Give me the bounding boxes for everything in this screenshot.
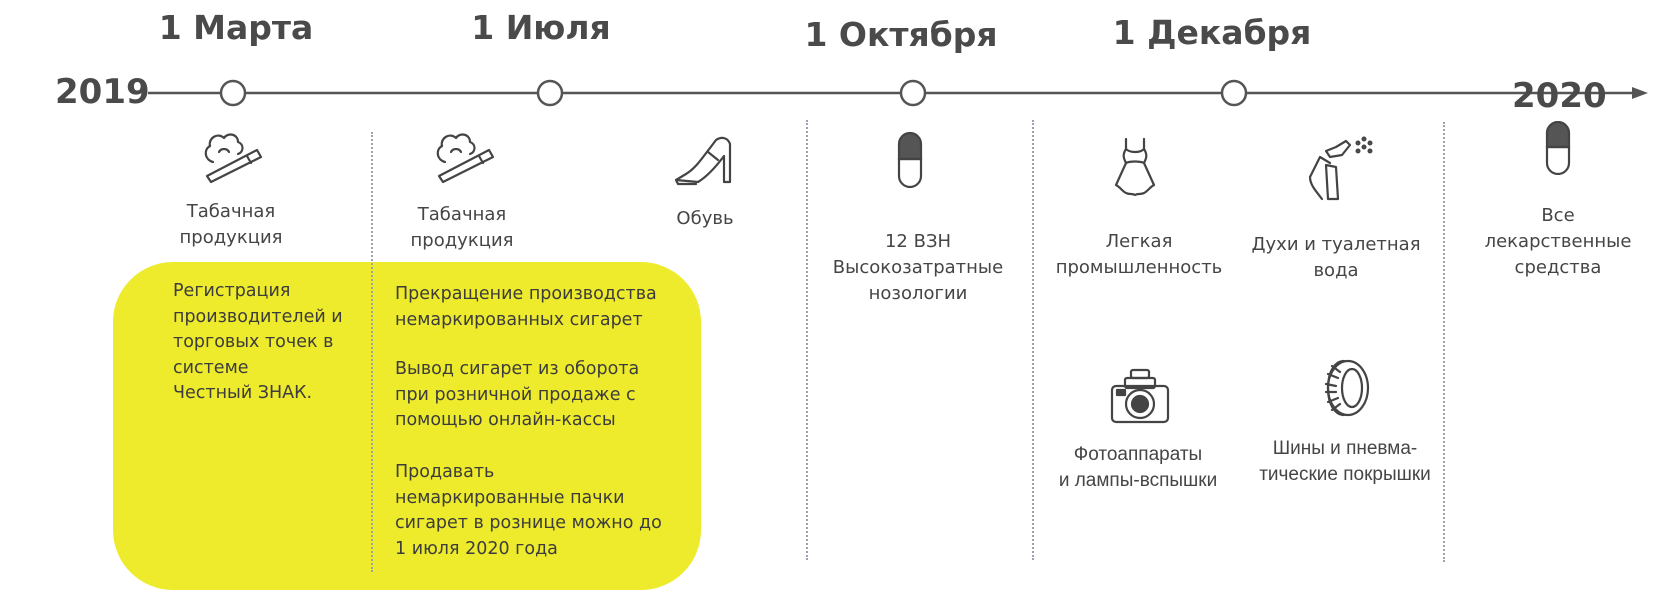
label-perfume: Духи и туалетная вода [1251, 234, 1421, 281]
timeline-marker-march [219, 79, 247, 107]
timeline-arrowhead [1632, 87, 1648, 99]
timeline-marker-october [899, 79, 927, 107]
pill-capsule-icon [897, 131, 923, 189]
note-march: Регистрация производителей и торговых то… [173, 281, 343, 403]
end-year: 2020 [1512, 76, 1607, 116]
shoe-icon [674, 134, 738, 188]
timeline-axis [148, 79, 1648, 107]
pill-capsule-icon [1545, 121, 1571, 175]
separator [1443, 122, 1445, 562]
highlight-block [113, 262, 701, 590]
label-shoes: Обувь [676, 208, 734, 229]
label-tobacco-july: Табачная продукция [410, 204, 514, 251]
note-july-3: Продавать немаркированные пачки сигарет … [395, 462, 662, 559]
perfume-spray-icon [1302, 135, 1374, 201]
date-october: 1 Октября [804, 15, 998, 54]
separator [1032, 120, 1034, 560]
dress-icon [1108, 137, 1162, 199]
label-tobacco-march: Табачная продукция [179, 201, 283, 248]
tire-icon [1318, 358, 1372, 418]
cigarette-icon [431, 124, 499, 186]
date-march: 1 Марта [158, 8, 314, 47]
note-july-1: Прекращение производства немаркированных… [395, 284, 657, 330]
separator [371, 132, 373, 572]
label-all-medicines: Все лекарственные средства [1484, 205, 1632, 278]
timeline-marker-december [1220, 79, 1248, 107]
note-july-2: Вывод сигарет из оборота при розничной п… [395, 359, 640, 430]
label-light-industry: Легкая промышленность [1055, 231, 1223, 278]
label-vzn: 12 ВЗН Высокозатратные нозологии [832, 231, 1004, 304]
label-tires: Шины и пневма- тические покрышки [1259, 438, 1431, 485]
camera-icon [1109, 368, 1171, 426]
cigarette-icon [199, 124, 267, 186]
separator [806, 120, 808, 560]
label-cameras: Фотоаппараты и лампы-вспышки [1058, 444, 1218, 491]
timeline-marker-july [536, 79, 564, 107]
date-july: 1 Июля [471, 8, 611, 47]
start-year: 2019 [55, 72, 150, 112]
date-december: 1 Декабря [1112, 13, 1312, 52]
